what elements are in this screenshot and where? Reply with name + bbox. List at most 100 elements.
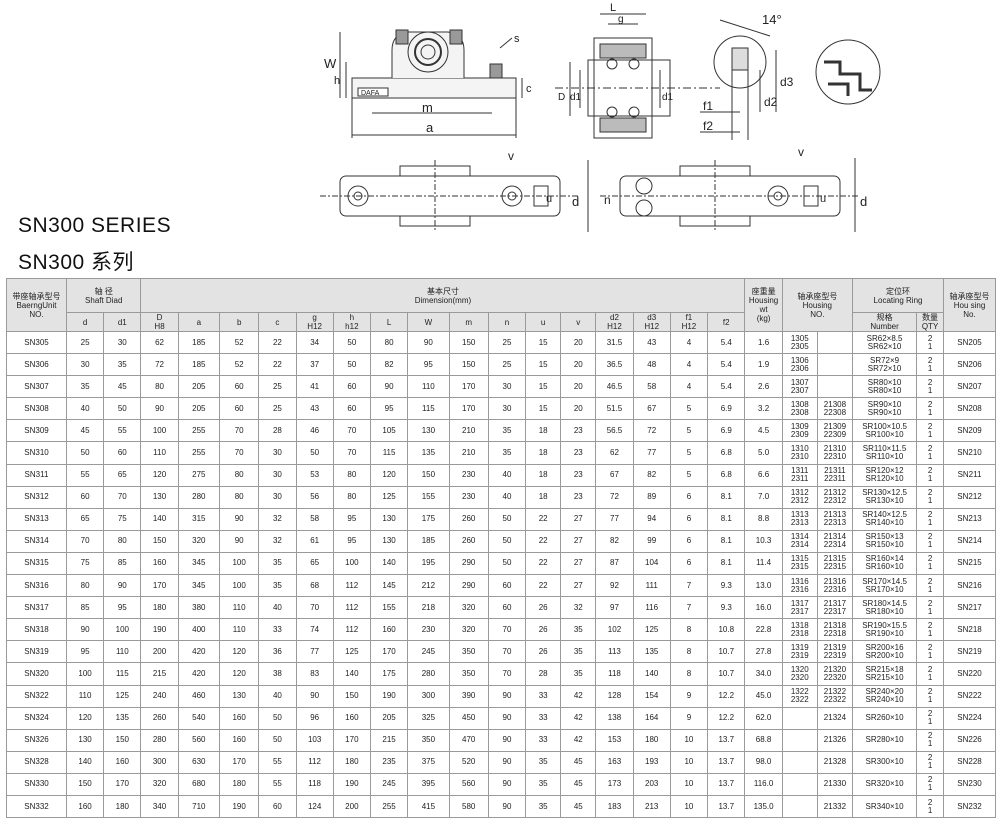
table-cell: 135.0 bbox=[744, 794, 783, 818]
table-cell: 80 bbox=[103, 529, 142, 553]
table-cell: 60 bbox=[219, 397, 260, 421]
table-cell: SN211 bbox=[943, 463, 996, 487]
subheader-v: v bbox=[560, 312, 597, 332]
table-cell: 150 bbox=[448, 353, 489, 377]
table-cell: 160 bbox=[65, 794, 105, 818]
table-cell: SN320 bbox=[6, 662, 67, 686]
table-cell: 120 bbox=[65, 706, 105, 730]
table-cell: 15 bbox=[525, 397, 562, 421]
table-cell: 6 bbox=[669, 507, 709, 531]
table-cell: 205 bbox=[177, 397, 221, 421]
table-cell: 26 bbox=[525, 640, 562, 664]
table-cell: 72 bbox=[595, 485, 634, 509]
table-cell: 80 bbox=[219, 463, 260, 487]
table-cell: 160 bbox=[103, 750, 142, 774]
table-cell: 128 bbox=[595, 684, 634, 708]
table-cell: 290 bbox=[448, 574, 489, 598]
table-cell: 115 bbox=[369, 441, 409, 465]
table-cell: 32 bbox=[258, 529, 297, 553]
table-cell: 60 bbox=[332, 397, 371, 421]
table-cell: 400 bbox=[177, 618, 221, 642]
table-cell: 77 bbox=[632, 441, 671, 465]
table-cell: 35 bbox=[525, 794, 562, 818]
table-cell: 32 bbox=[258, 507, 297, 531]
table-cell: 27.8 bbox=[744, 640, 783, 664]
table-cell: 2.6 bbox=[744, 375, 783, 399]
plan-left-label-d: d bbox=[572, 194, 579, 209]
table-cell: 173 bbox=[595, 772, 634, 796]
table-cell: 28 bbox=[258, 419, 297, 443]
table-cell: 415 bbox=[407, 794, 450, 818]
table-cell: 30 bbox=[103, 330, 142, 355]
table-cell: 210 bbox=[448, 441, 489, 465]
table-cell: 1.9 bbox=[744, 353, 783, 377]
table-cell: 45 bbox=[103, 375, 142, 399]
table-cell: 33 bbox=[525, 684, 562, 708]
table-cell: 350 bbox=[448, 662, 489, 686]
plan-right-label-u: u bbox=[820, 193, 826, 205]
table-cell: 111 bbox=[632, 574, 671, 598]
table-cell: 70 bbox=[219, 419, 260, 443]
header-dimension: 基本尺寸 Dimension(mm) bbox=[140, 278, 746, 313]
table-cell: 22 bbox=[525, 574, 562, 598]
table-cell: 56 bbox=[295, 485, 334, 509]
table-cell: 70 bbox=[332, 441, 371, 465]
table-cell: 50 bbox=[487, 529, 527, 553]
table-cell: 110 bbox=[407, 375, 450, 399]
table-cell: 170 bbox=[332, 728, 371, 752]
front-label-l: L bbox=[610, 2, 616, 14]
table-cell: 7 bbox=[669, 574, 709, 598]
table-cell: 255 bbox=[177, 441, 221, 465]
table-cell: 21326 bbox=[816, 728, 854, 752]
table-cell: 35 bbox=[560, 618, 597, 642]
table-cell: 52 bbox=[219, 353, 260, 377]
table-cell: 290 bbox=[448, 551, 489, 576]
table-cell: SN315 bbox=[6, 551, 67, 576]
table-cell: 75 bbox=[65, 551, 105, 576]
table-cell: 180 bbox=[219, 772, 260, 796]
table-cell: 460 bbox=[177, 684, 221, 708]
table-cell: 160 bbox=[369, 618, 409, 642]
table-cell: 30 bbox=[258, 463, 297, 487]
table-cell: 8 bbox=[669, 618, 709, 642]
table-cell: 68 bbox=[295, 574, 334, 598]
table-cell: 345 bbox=[177, 574, 221, 598]
table-cell: 110 bbox=[103, 640, 142, 664]
table-cell: 70 bbox=[487, 662, 527, 686]
table-cell: 55 bbox=[65, 463, 105, 487]
table-cell: 320 bbox=[177, 529, 221, 553]
table-cell: 420 bbox=[177, 640, 221, 664]
table-cell: 100 bbox=[219, 574, 260, 598]
table-cell: 18 bbox=[525, 441, 562, 465]
table-cell: 5 bbox=[669, 419, 709, 443]
table-cell: 140 bbox=[632, 662, 671, 686]
table-cell bbox=[781, 706, 818, 730]
table-cell: 77 bbox=[595, 507, 634, 531]
table-cell: 350 bbox=[407, 728, 450, 752]
table-cell: 130 bbox=[219, 684, 260, 708]
table-cell: 8.1 bbox=[707, 507, 746, 531]
table-cell: 13.7 bbox=[707, 750, 746, 774]
table-cell: 70 bbox=[295, 596, 334, 620]
table-cell: 155 bbox=[369, 596, 409, 620]
table-cell: 21332 bbox=[816, 794, 854, 818]
header-housing-type: 轴承座型号 Hou sing No. bbox=[943, 278, 996, 332]
